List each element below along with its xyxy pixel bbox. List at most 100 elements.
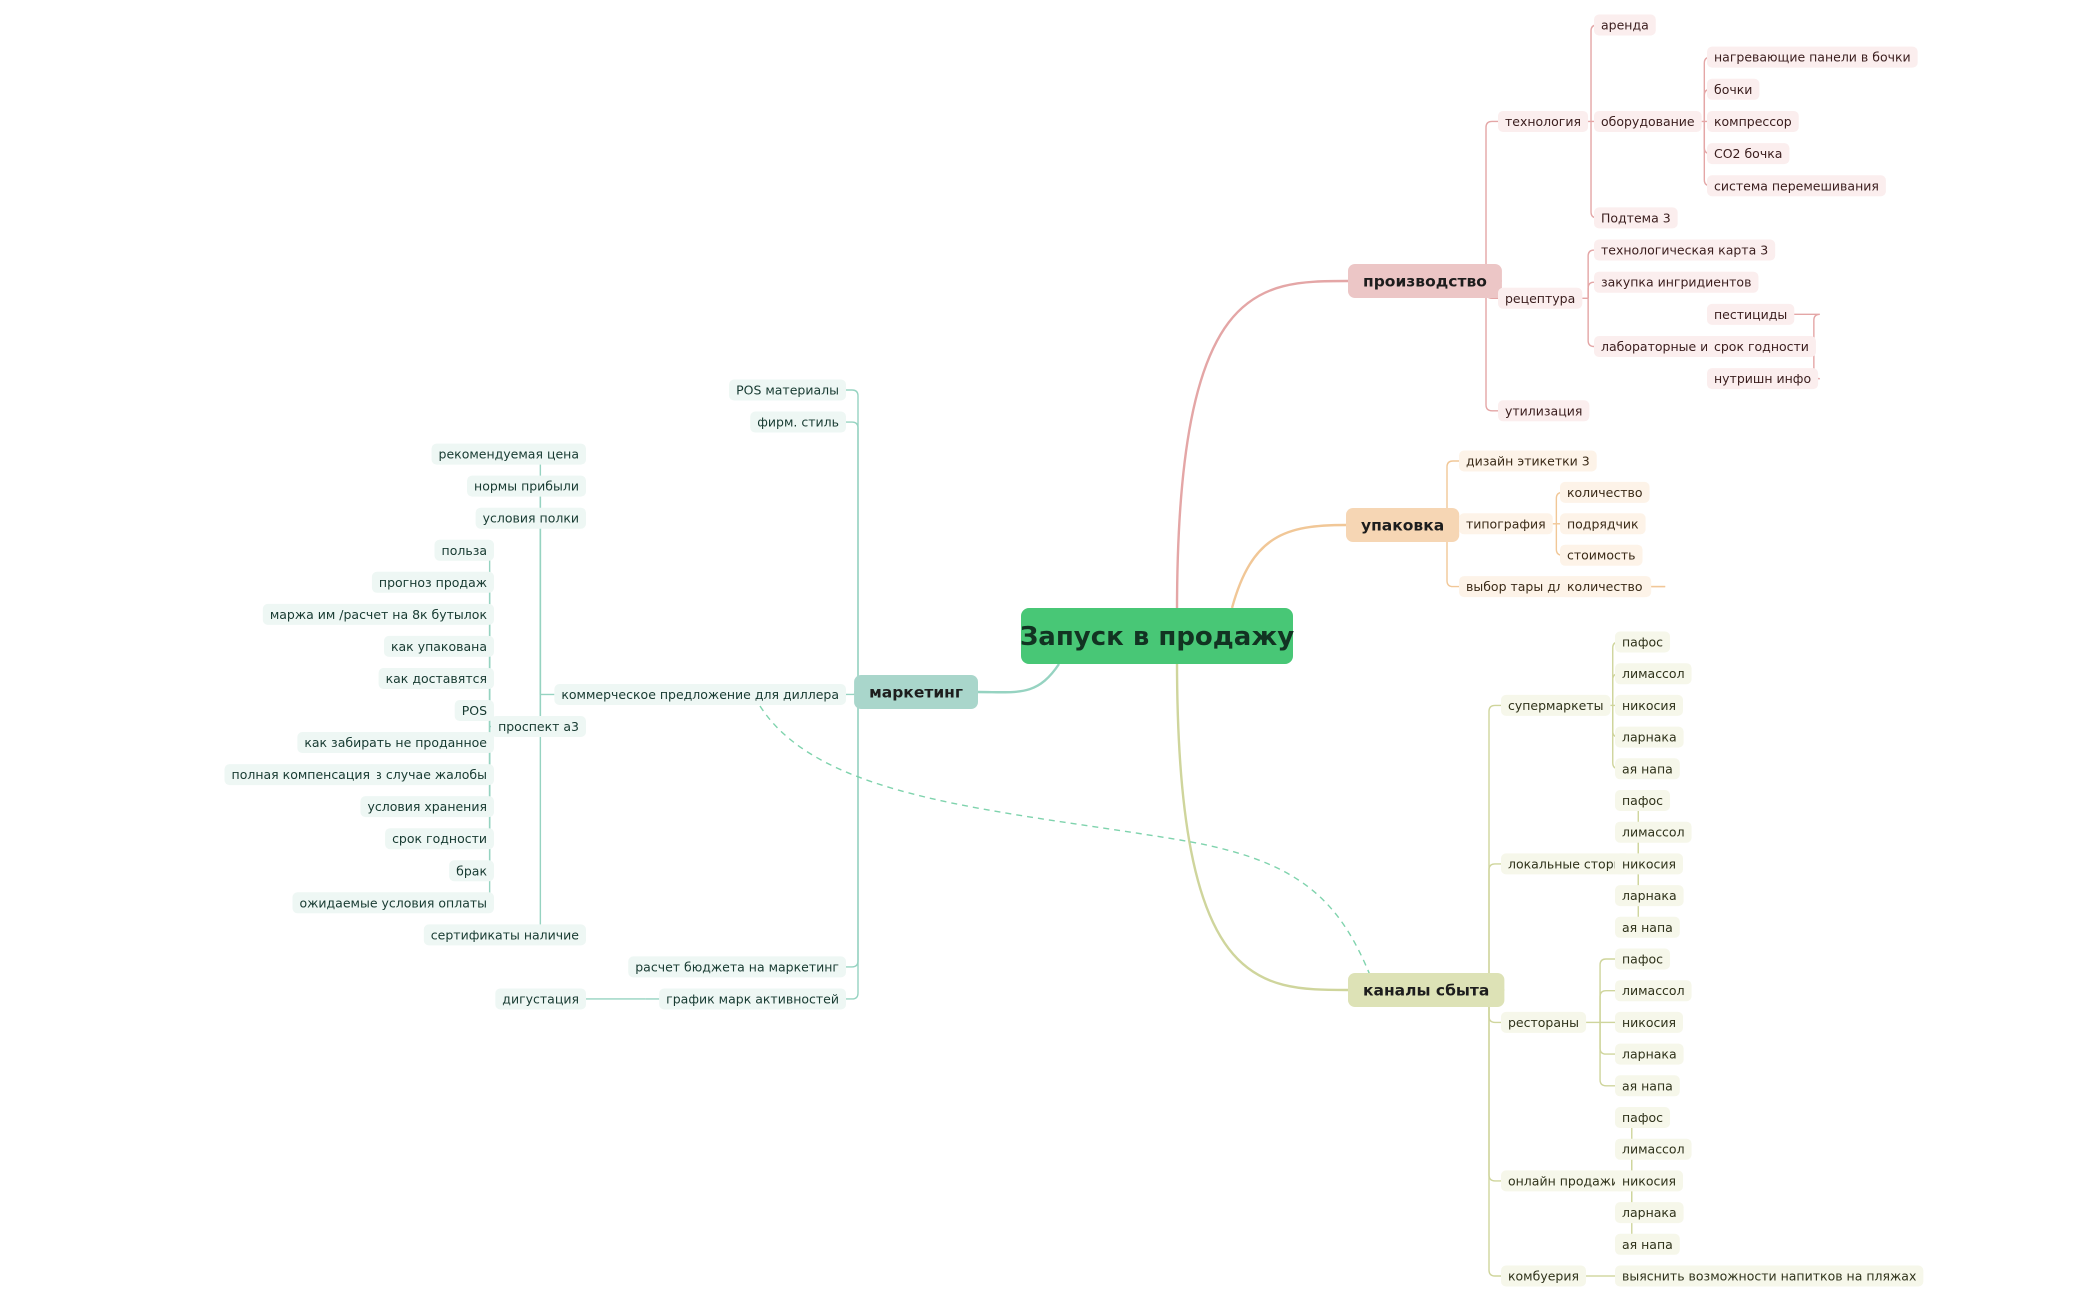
connector-channels xyxy=(1599,1022,1615,1055)
node-marketing-d2-chip[interactable] xyxy=(449,860,494,882)
node-production-d1: Подтема 3 xyxy=(1601,210,1671,225)
node-marketing-d1-chip[interactable] xyxy=(467,475,586,497)
node-channels-d1-chip[interactable] xyxy=(1615,1138,1692,1160)
node-channels-d1-chip[interactable] xyxy=(1615,980,1692,1002)
node-marketing-d2: POS xyxy=(462,703,487,718)
node-channels-d0-chip[interactable] xyxy=(1501,1011,1587,1033)
node-marketing-d2-chip[interactable] xyxy=(385,828,494,850)
node-marketing-d2-chip[interactable] xyxy=(454,700,494,721)
node-channels-d1-chip[interactable] xyxy=(1615,726,1684,748)
node-production-d1-chip[interactable] xyxy=(1594,110,1702,132)
node-marketing-d0: расчет бюджета на маркетинг xyxy=(635,959,839,974)
node-production-d2-chip[interactable] xyxy=(1707,110,1799,132)
node-marketing-d2: польза xyxy=(442,543,487,558)
node-packaging-d1-chip[interactable] xyxy=(1560,513,1646,535)
node-marketing-d2-chip[interactable] xyxy=(371,571,494,593)
node-production-d1-chip[interactable] xyxy=(1594,271,1759,293)
node-marketing-d2-chip[interactable] xyxy=(262,603,494,625)
node-marketing-d0-chip[interactable] xyxy=(628,956,846,978)
node-marketing-d2-chip[interactable] xyxy=(360,796,494,818)
node-channels-d1-chip[interactable] xyxy=(1615,821,1692,843)
node-marketing-d1-chip[interactable] xyxy=(491,716,586,738)
node-channels-d1-chip[interactable] xyxy=(1615,758,1680,780)
node-channels-d1-chip[interactable] xyxy=(1615,663,1692,685)
node-channels-d1-chip[interactable] xyxy=(1615,885,1684,907)
node-channels-d1-chip[interactable] xyxy=(1615,790,1671,811)
node-production-d2-chip[interactable] xyxy=(1707,368,1819,390)
node-channels-d0-chip[interactable] xyxy=(1501,694,1611,716)
connector-marketing xyxy=(846,421,859,692)
node-channels-d1-chip[interactable] xyxy=(1615,853,1684,875)
node-production-d2-chip[interactable] xyxy=(1707,336,1816,357)
node-channels-d1-chip[interactable] xyxy=(1615,1170,1684,1192)
root-topic[interactable] xyxy=(1021,608,1293,664)
node-channels-d0: онлайн продажи xyxy=(1508,1173,1619,1188)
node-marketing-d0-chip[interactable] xyxy=(750,411,846,433)
node-channels-d1-chip[interactable] xyxy=(1615,694,1684,716)
node-production-d1: оборудование xyxy=(1601,114,1695,129)
branch-marketing[interactable] xyxy=(854,675,978,709)
node-production-d2-chip[interactable] xyxy=(1707,78,1760,100)
node-marketing-d2-chip[interactable] xyxy=(378,667,494,689)
node-marketing-d2: прогноз продаж xyxy=(379,575,487,590)
node-channels-d1-chip[interactable] xyxy=(1615,1233,1680,1255)
connector-channels xyxy=(1488,990,1501,1277)
connector-production xyxy=(1587,281,1595,299)
connector-marketing xyxy=(534,517,586,695)
node-packaging-d1-chip[interactable] xyxy=(1560,576,1650,598)
branch-production[interactable] xyxy=(1348,264,1502,298)
node-channels-d1-chip[interactable] xyxy=(1615,948,1671,970)
node-packaging-d0-chip[interactable] xyxy=(1459,513,1553,535)
node-marketing-d0-chip[interactable] xyxy=(729,379,846,401)
node-production-d0-chip[interactable] xyxy=(1498,400,1590,422)
node-channels-d1-chip[interactable] xyxy=(1615,1011,1684,1033)
node-channels-d0-chip[interactable] xyxy=(1501,1265,1587,1287)
node-production-d1-chip[interactable] xyxy=(1594,14,1656,36)
node-marketing-d2-chip[interactable] xyxy=(434,539,494,561)
node-channels-d1: пафос xyxy=(1622,1110,1663,1125)
branch-link-production xyxy=(1175,279,1349,613)
branch-packaging[interactable] xyxy=(1346,508,1460,542)
node-marketing-d3-chip[interactable] xyxy=(224,764,377,786)
node-marketing-d2-chip[interactable] xyxy=(367,764,494,786)
node-production-d2-chip[interactable] xyxy=(1707,143,1790,165)
node-channels-d1-chip[interactable] xyxy=(1615,1107,1671,1128)
relationship-link xyxy=(759,705,1373,981)
node-production-d2-chip[interactable] xyxy=(1707,303,1795,325)
node-marketing-d0-chip[interactable] xyxy=(659,988,846,1010)
node-channels-d1-chip[interactable] xyxy=(1615,916,1680,938)
node-channels-d1-chip[interactable] xyxy=(1615,1075,1680,1097)
branch-channels[interactable] xyxy=(1348,973,1505,1007)
node-marketing-d2-chip[interactable] xyxy=(297,732,494,754)
node-marketing-d0-chip[interactable] xyxy=(554,683,846,705)
node-packaging-d1-chip[interactable] xyxy=(1560,544,1643,566)
node-channels-d0-chip[interactable] xyxy=(1501,853,1631,875)
node-marketing-d1-chip[interactable] xyxy=(495,988,586,1010)
node-channels-d1-chip[interactable] xyxy=(1615,1265,1924,1287)
node-production-d2: система перемешивания xyxy=(1714,178,1879,193)
node-channels-d0: комбуерия xyxy=(1508,1269,1579,1284)
node-channels-d1: ая напа xyxy=(1622,1237,1673,1252)
node-marketing-d1-chip[interactable] xyxy=(423,924,586,946)
node-channels-d1: ая напа xyxy=(1622,920,1673,935)
node-production-d1-chip[interactable] xyxy=(1594,239,1776,261)
node-packaging-d0-chip[interactable] xyxy=(1459,450,1597,472)
node-packaging-d1-chip[interactable] xyxy=(1560,481,1650,503)
node-marketing-d1-chip[interactable] xyxy=(475,507,586,529)
node-production-d2-chip[interactable] xyxy=(1707,175,1886,197)
node-packaging-d1: количество xyxy=(1567,579,1643,594)
node-marketing-d1: условия полки xyxy=(483,511,579,526)
node-channels-d1-chip[interactable] xyxy=(1615,631,1671,653)
node-marketing-d2-chip[interactable] xyxy=(292,892,495,914)
node-channels-d1-chip[interactable] xyxy=(1615,1043,1684,1065)
node-production-d0-chip[interactable] xyxy=(1498,110,1589,132)
node-production-d2-chip[interactable] xyxy=(1707,46,1918,68)
node-channels-d1-chip[interactable] xyxy=(1615,1202,1684,1224)
connector-channels xyxy=(1599,990,1615,1023)
node-production-d1-chip[interactable] xyxy=(1594,207,1678,229)
node-production-d0-chip[interactable] xyxy=(1498,287,1583,309)
node-marketing-d1-chip[interactable] xyxy=(431,443,586,465)
node-marketing-d2-chip[interactable] xyxy=(383,635,494,657)
node-packaging-d0: дизайн этикетки 3 xyxy=(1466,454,1590,469)
node-channels-d0-chip[interactable] xyxy=(1501,1170,1627,1192)
